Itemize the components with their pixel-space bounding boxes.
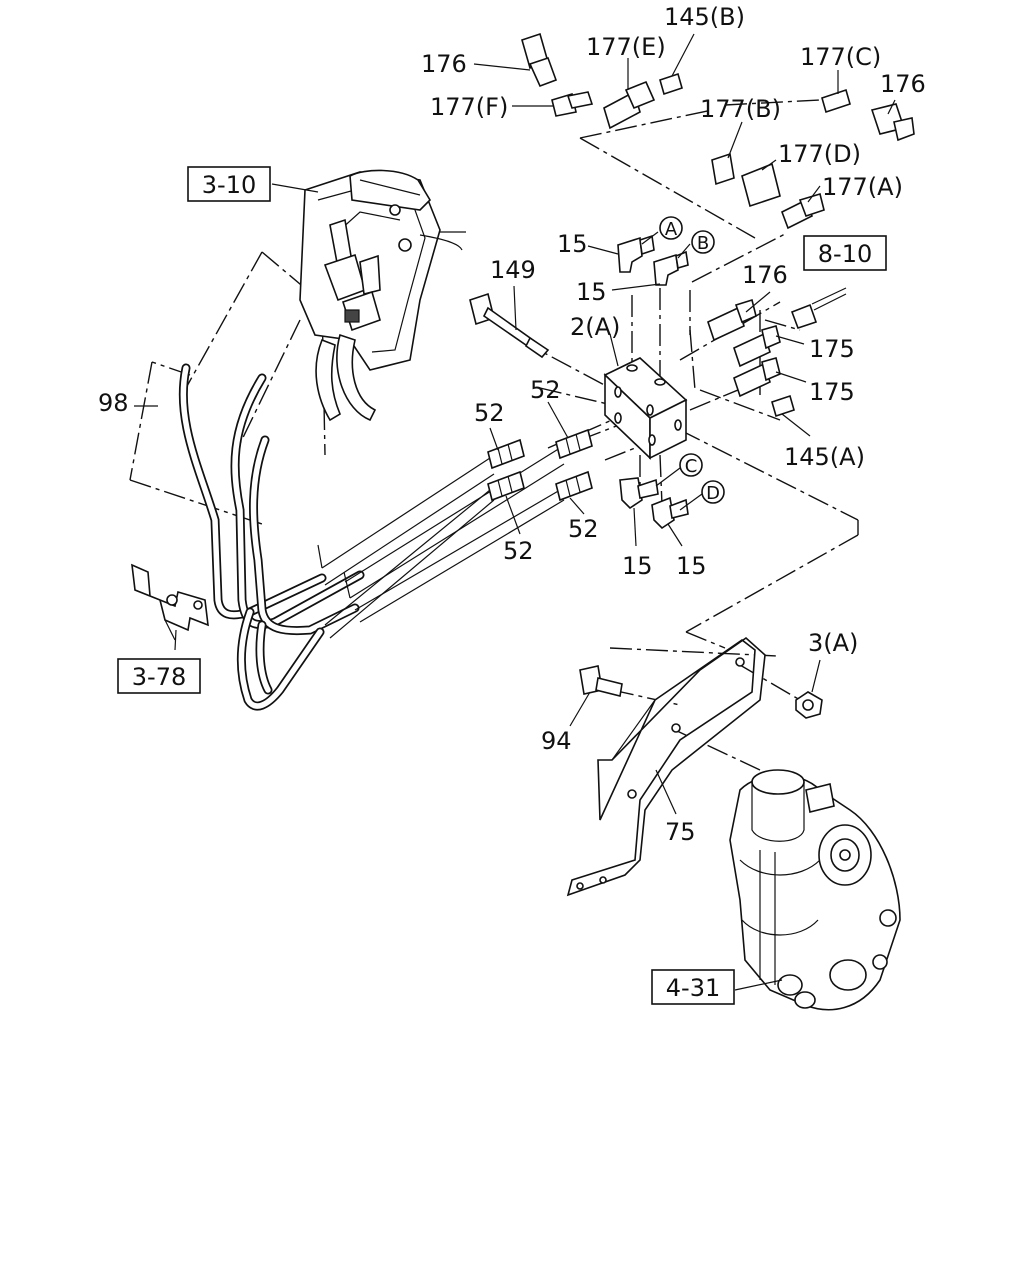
label-175-b: 175 <box>809 378 855 406</box>
callout-a-text: A <box>665 219 678 240</box>
callout-d: D <box>701 480 725 504</box>
label-176-top-right: 176 <box>880 70 926 98</box>
ref-box-8-10: 8-10 <box>803 235 887 271</box>
label-15-b: 15 <box>576 278 607 306</box>
nut-3a <box>795 691 823 719</box>
junction-block <box>603 357 688 460</box>
callout-c-text: C <box>685 456 698 477</box>
callout-a: A <box>659 216 683 240</box>
pressure-switches <box>521 32 915 418</box>
label-177f: 177(F) <box>430 93 508 121</box>
callout-b: B <box>691 230 715 254</box>
label-176-mid: 176 <box>742 261 788 289</box>
label-98: 98 <box>98 389 129 417</box>
label-3-78: 3-78 <box>132 663 186 691</box>
label-4-31: 4-31 <box>666 974 720 1002</box>
label-3a: 3(A) <box>808 629 858 657</box>
label-177a: 177(A) <box>822 173 903 201</box>
union-fittings-52 <box>487 428 593 502</box>
callout-b-text: B <box>697 233 709 254</box>
label-52-b: 52 <box>530 376 561 404</box>
label-177d: 177(D) <box>778 140 861 168</box>
label-145b: 145(B) <box>664 3 745 31</box>
label-175-a: 175 <box>809 335 855 363</box>
label-177e: 177(E) <box>586 33 666 61</box>
label-177b: 177(B) <box>700 95 781 123</box>
ref-box-4-31: 4-31 <box>651 969 735 1005</box>
label-177c: 177(C) <box>800 43 881 71</box>
bolt-149 <box>469 292 550 359</box>
label-8-10: 8-10 <box>818 240 872 268</box>
elbow-fittings-15 <box>617 234 689 530</box>
label-149: 149 <box>490 256 536 284</box>
callout-c: C <box>679 453 703 477</box>
label-145a: 145(A) <box>784 443 865 471</box>
label-176-top-left: 176 <box>421 50 467 78</box>
steering-bracket <box>566 636 766 897</box>
ref-box-3-10: 3-10 <box>187 166 271 202</box>
label-3-10: 3-10 <box>202 171 256 199</box>
brake-pipes <box>178 363 565 711</box>
callout-d-text: D <box>706 483 720 504</box>
label-15-d: 15 <box>676 552 707 580</box>
bolt-94 <box>579 665 623 697</box>
label-2a: 2(A) <box>570 313 620 341</box>
label-15-a: 15 <box>557 230 588 258</box>
pipe-clip <box>131 563 209 641</box>
label-52-a: 52 <box>474 399 505 427</box>
label-15-c: 15 <box>622 552 653 580</box>
pedal-bracket-assembly <box>299 169 466 422</box>
leader-lines <box>134 33 896 991</box>
steering-gear-box <box>729 769 901 1011</box>
label-52-c: 52 <box>503 537 534 565</box>
ref-box-3-78: 3-78 <box>117 658 201 694</box>
label-94: 94 <box>541 727 572 755</box>
part-labels: 145(B) 177(E) 176 177(F) 177(C) 176 177(… <box>98 3 926 846</box>
label-52-d: 52 <box>568 515 599 543</box>
label-75: 75 <box>665 818 696 846</box>
